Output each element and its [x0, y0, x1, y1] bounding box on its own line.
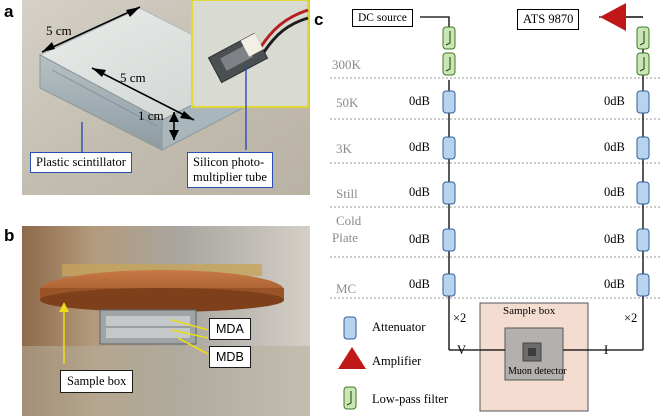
attenuation-right-mc: 0dB — [604, 277, 625, 291]
attenuation-left-coldplate: 0dB — [409, 232, 430, 246]
low-pass-filter-left-top — [442, 26, 456, 50]
muon-detector-label: Muon detector — [508, 366, 567, 377]
mda-label: MDA — [209, 318, 251, 340]
wire-label-v: V — [457, 343, 467, 357]
dimension-top-label: 5 cm — [46, 23, 72, 38]
attenuator-left-3k — [442, 136, 456, 160]
stage-dividers — [330, 77, 660, 299]
attenuator-right-50k — [636, 90, 650, 114]
legend-amplifier-symbol — [338, 347, 366, 369]
multiplier-right: ×2 — [624, 311, 638, 325]
attenuation-left-still: 0dB — [409, 185, 430, 199]
attenuator-right-still — [636, 181, 650, 205]
panel-letter-a: a — [4, 2, 14, 21]
attenuator-left-still — [442, 181, 456, 205]
amplifier-symbol — [600, 3, 626, 31]
stage-label-plate: Plate — [332, 230, 358, 245]
sipm-callout-line2: multiplier tube — [193, 170, 267, 184]
attenuation-left-50k: 0dB — [409, 94, 430, 108]
attenuator-left-mc — [442, 273, 456, 297]
panel-letter-c: c — [314, 10, 324, 29]
sipm-callout: Silicon photo- multiplier tube — [187, 152, 273, 188]
attenuation-right-coldplate: 0dB — [604, 232, 625, 246]
attenuation-left-mc: 0dB — [409, 277, 430, 291]
legend-attenuator-label: Attenuator — [372, 320, 426, 334]
stage-label-mc: MC — [336, 281, 357, 296]
attenuation-left-3k: 0dB — [409, 140, 430, 154]
stage-label-300k: 300K — [332, 57, 361, 72]
dimension-side-label: 1 cm — [138, 108, 164, 123]
stage-label-50k: 50K — [336, 95, 359, 110]
attenuation-right-3k: 0dB — [604, 140, 625, 154]
sample-box-label: Sample box — [60, 370, 134, 393]
attenuator-left-50k — [442, 90, 456, 114]
sample-box-title: Sample box — [503, 305, 556, 317]
low-pass-filter-left-bottom — [442, 52, 456, 76]
legend-filter-label: Low-pass filter — [372, 392, 449, 406]
legend-amplifier-label: Amplifier — [372, 354, 422, 368]
multiplier-left: ×2 — [453, 311, 467, 325]
dc-source-box: DC source — [352, 9, 413, 27]
legend-attenuator-symbol — [343, 316, 357, 340]
attenuation-right-50k: 0dB — [604, 94, 625, 108]
attenuator-right-coldplate — [636, 228, 650, 252]
stage-label-still: Still — [336, 186, 358, 201]
stage-label-3k: 3K — [336, 141, 352, 156]
attenuator-right-3k — [636, 136, 650, 160]
mdb-label: MDB — [209, 346, 251, 368]
low-pass-filter-right-top — [636, 26, 650, 50]
plastic-scintillator-callout: Plastic scintillator — [30, 152, 132, 173]
stage-label-cold: Cold — [336, 213, 362, 228]
sipm-callout-line1: Silicon photo- — [193, 155, 265, 169]
wire-label-i: I — [604, 343, 609, 357]
attenuation-right-still: 0dB — [604, 185, 625, 199]
panel-letter-b: b — [4, 226, 15, 245]
dimension-middle-label: 5 cm — [120, 70, 146, 85]
attenuator-left-coldplate — [442, 228, 456, 252]
attenuator-right-mc — [636, 273, 650, 297]
legend-filter-symbol — [343, 386, 357, 410]
ats-9870-box: ATS 9870 — [517, 9, 580, 30]
low-pass-filter-right-bottom — [636, 52, 650, 76]
